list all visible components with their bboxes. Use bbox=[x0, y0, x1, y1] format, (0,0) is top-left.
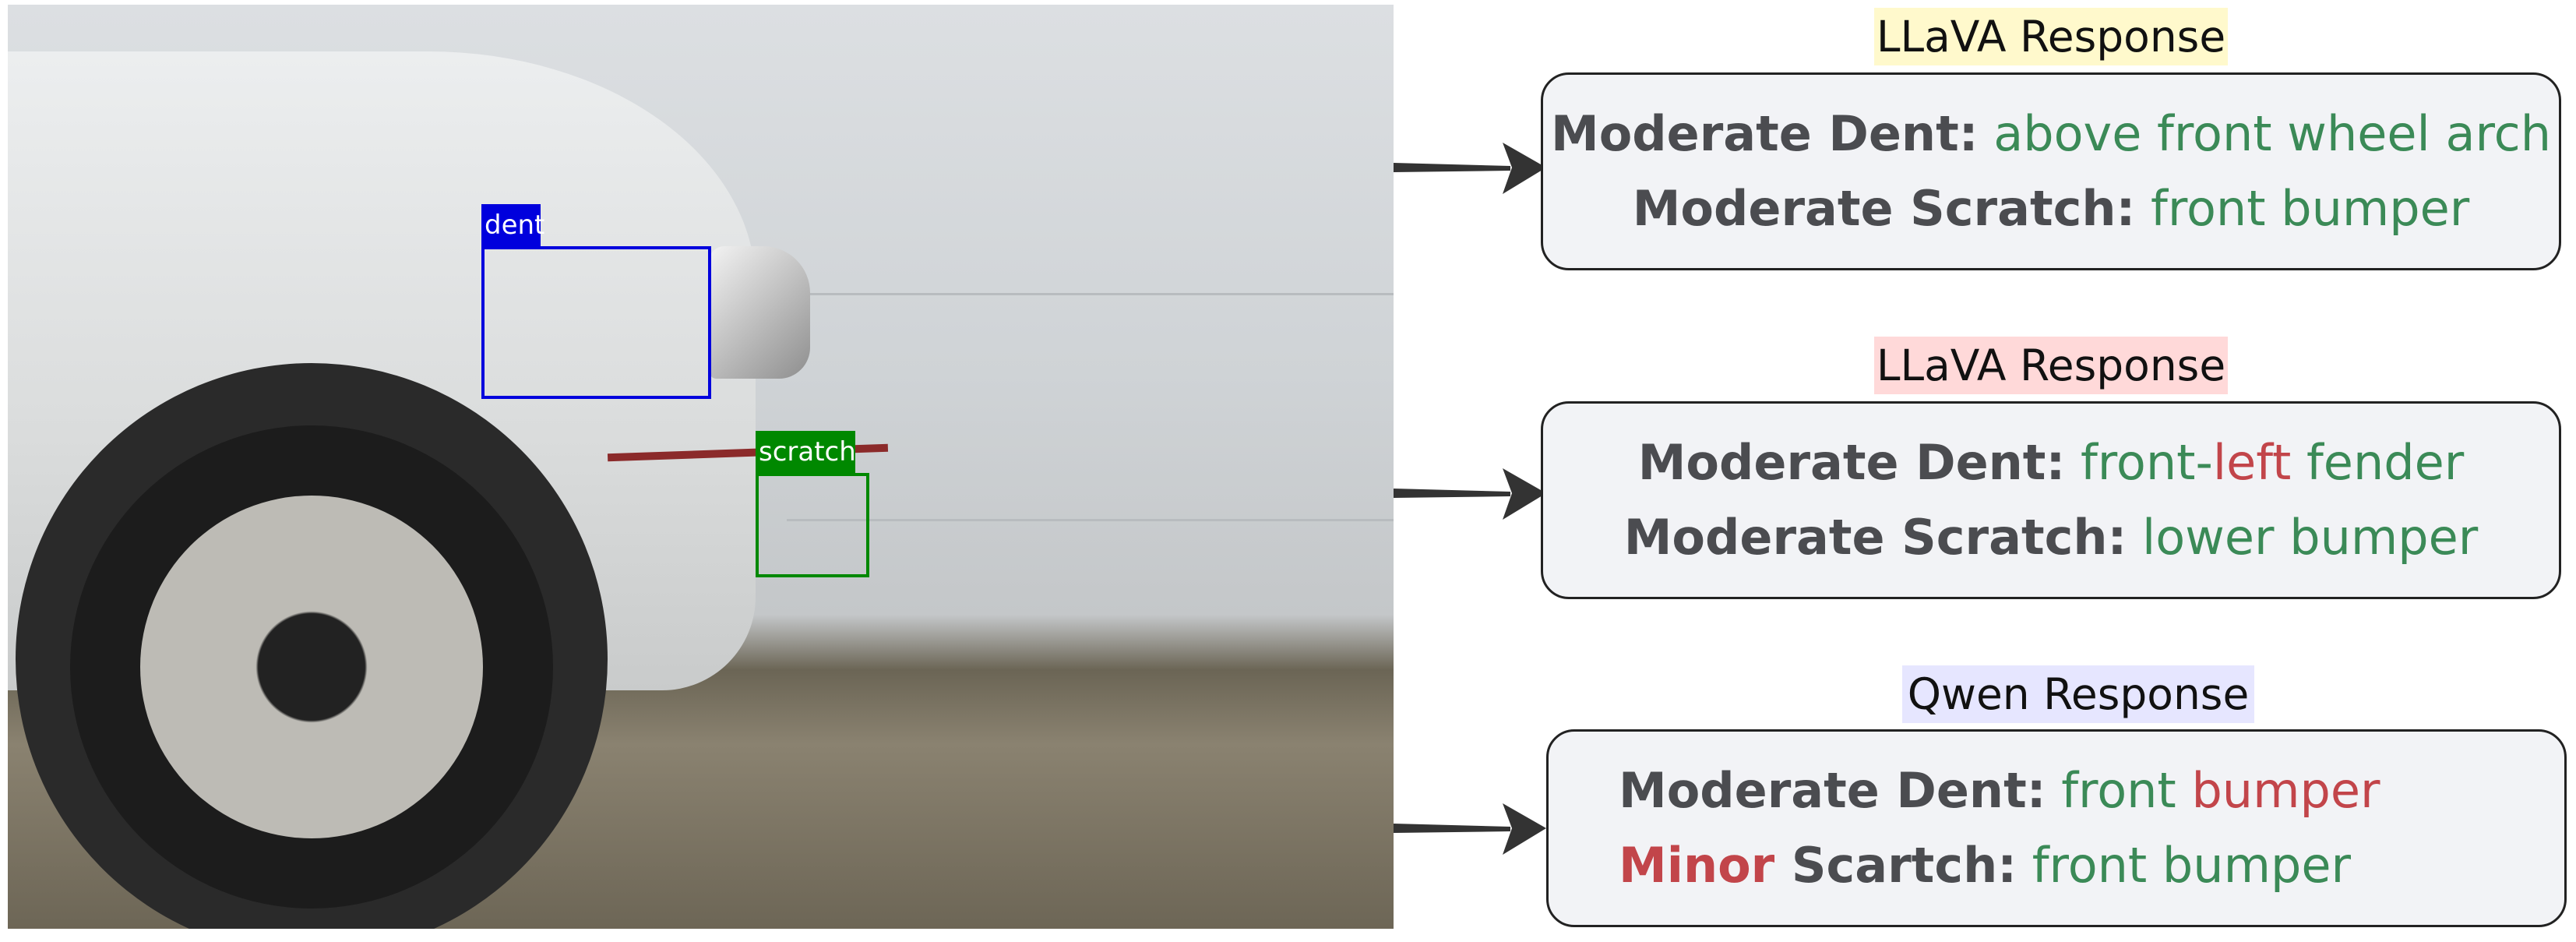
dent-box-label: dent bbox=[481, 204, 544, 246]
location: lower bumper bbox=[2142, 509, 2479, 566]
severity: Moderate bbox=[1551, 105, 1812, 162]
severity: Moderate bbox=[1623, 509, 1885, 566]
response-line: Moderate Scratch: front bumper bbox=[1543, 171, 2559, 246]
damage-type: Scratch bbox=[1901, 509, 2108, 566]
location: front bumper bbox=[2032, 837, 2351, 894]
separator: : bbox=[1958, 105, 1979, 162]
response-line: Moderate Dent: front bumper bbox=[1549, 753, 2564, 828]
wall-seam bbox=[787, 519, 1394, 521]
severity: Moderate bbox=[1619, 762, 1880, 819]
hubcap bbox=[140, 496, 483, 838]
location: front bumper bbox=[2151, 180, 2470, 237]
severity: Moderate bbox=[1637, 434, 1899, 491]
arrow-right-icon bbox=[1394, 803, 1546, 855]
dent-bounding-box bbox=[481, 246, 711, 399]
llava-response-box-1: Moderate Dent: above front wheel arch Mo… bbox=[1541, 72, 2561, 270]
damage-type: Dent bbox=[1828, 105, 1959, 162]
location: front bbox=[2061, 762, 2176, 819]
wall-seam bbox=[787, 293, 1394, 295]
arrow-right-icon bbox=[1394, 468, 1546, 520]
car-damage-photo: dent scratch bbox=[8, 5, 1394, 929]
separator: : bbox=[1997, 837, 2017, 894]
response-line: Moderate Dent: front-left fender bbox=[1543, 425, 2559, 500]
qwen-response-title: Qwen Response bbox=[1902, 665, 2254, 723]
response-line: Minor Scartch: front bumper bbox=[1549, 828, 2564, 903]
location: front- bbox=[2080, 434, 2213, 491]
location: fender bbox=[2306, 434, 2465, 491]
qwen-response-box: Moderate Dent: front bumper Minor Scartc… bbox=[1546, 729, 2567, 927]
llava-response-title: LLaVA Response bbox=[1874, 337, 2228, 394]
scratch-box-label: scratch bbox=[756, 431, 856, 473]
severity-error: Minor bbox=[1619, 837, 1775, 894]
separator: : bbox=[2116, 180, 2136, 237]
separator: : bbox=[2107, 509, 2127, 566]
location: above front wheel arch bbox=[1993, 105, 2551, 162]
damage-type: Dent bbox=[1896, 762, 2027, 819]
damage-type: Scratch bbox=[1910, 180, 2116, 237]
headlight bbox=[709, 246, 810, 379]
damage-type: Scartch bbox=[1791, 837, 1998, 894]
response-line: Moderate Dent: above front wheel arch bbox=[1543, 97, 2559, 171]
location-error: left bbox=[2212, 434, 2292, 491]
llava-response-title: LLaVA Response bbox=[1874, 8, 2228, 65]
severity: Moderate bbox=[1632, 180, 1894, 237]
separator: : bbox=[2046, 434, 2066, 491]
location-error: bumper bbox=[2191, 762, 2380, 819]
scratch-bounding-box bbox=[756, 473, 869, 577]
response-line: Moderate Scratch: lower bumper bbox=[1543, 500, 2559, 575]
llava-response-box-2: Moderate Dent: front-left fender Moderat… bbox=[1541, 401, 2561, 599]
arrow-right-icon bbox=[1394, 143, 1546, 194]
separator: : bbox=[2026, 762, 2046, 819]
damage-type: Dent bbox=[1915, 434, 2046, 491]
